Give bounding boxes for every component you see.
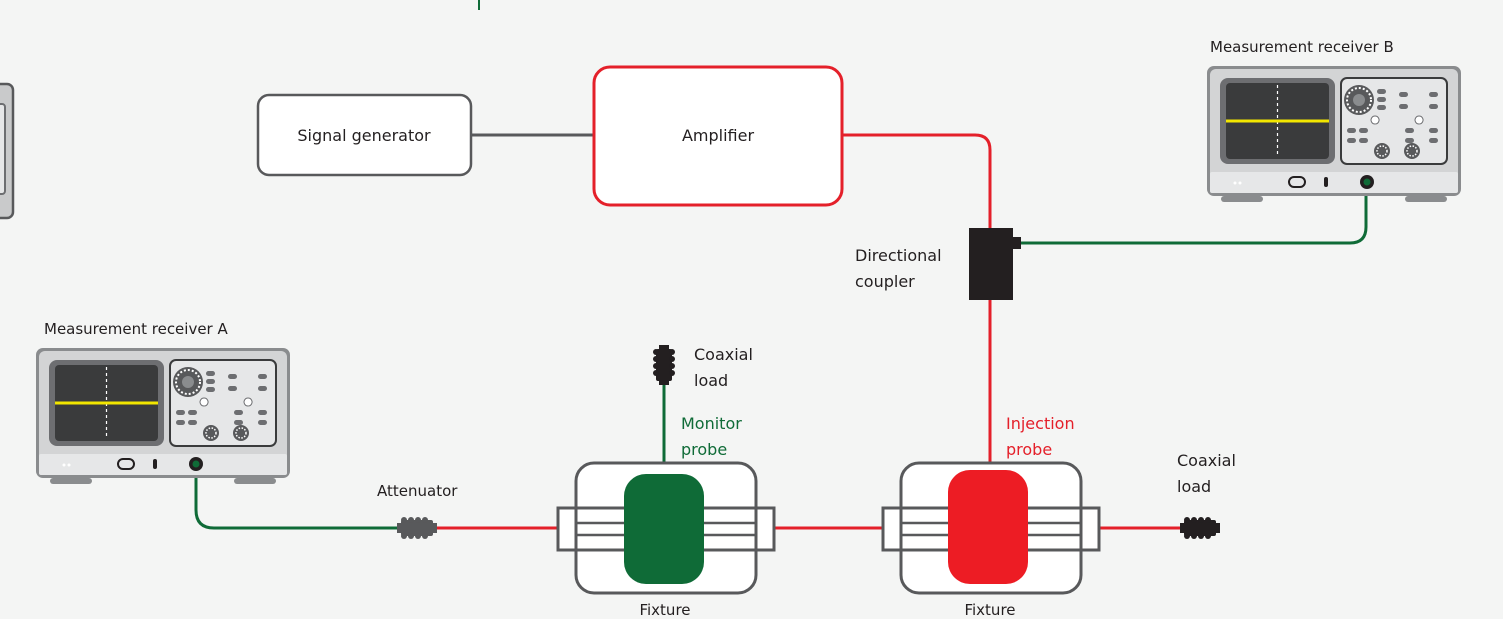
coaxial-load-right-label-line1: Coaxial bbox=[1177, 451, 1236, 470]
monitor-probe-label-line2: probe bbox=[681, 440, 727, 459]
measurement-receiver-a-label: Measurement receiver A bbox=[44, 320, 228, 338]
coaxial-load-icon bbox=[1180, 517, 1220, 539]
fixture-right-label: Fixture bbox=[964, 601, 1015, 619]
directional-coupler-label-line1: Directional bbox=[855, 246, 942, 265]
wires bbox=[194, 133, 1368, 530]
measurement-receiver-icon bbox=[34, 346, 292, 486]
cropped-instrument-left bbox=[0, 82, 15, 220]
coupler-to-receiver-b-cable bbox=[1020, 186, 1368, 245]
fixture-left-label: Fixture bbox=[639, 601, 690, 619]
attenuator-icon bbox=[397, 517, 437, 539]
injection-probe-label-line1: Injection bbox=[1006, 414, 1075, 433]
coaxial-load-icon bbox=[653, 345, 675, 385]
current-probe-icon bbox=[948, 470, 1028, 584]
coaxial-load-right-label-line2: load bbox=[1177, 477, 1211, 496]
amplifier-label: Amplifier bbox=[682, 126, 755, 145]
amplifier-box: Amplifier bbox=[592, 65, 844, 207]
measurement-receiver-b-label: Measurement receiver B bbox=[1210, 38, 1394, 56]
measurement-receiver-icon bbox=[1205, 64, 1463, 204]
coaxial-load-top-label-line2: load bbox=[694, 371, 728, 390]
directional-coupler-icon bbox=[969, 228, 1021, 300]
signal-generator-label: Signal generator bbox=[297, 126, 431, 145]
directional-coupler-label-line2: coupler bbox=[855, 272, 915, 291]
attenuator-label: Attenuator bbox=[377, 482, 458, 500]
receiver-a-to-attenuator-cable bbox=[194, 470, 397, 530]
current-probe-icon bbox=[624, 474, 704, 584]
monitor-probe-label-line1: Monitor bbox=[681, 414, 742, 433]
signal-generator-box: Signal generator bbox=[256, 93, 473, 177]
amp-to-coupler-cable bbox=[842, 133, 992, 228]
coaxial-load-top-label-line1: Coaxial bbox=[694, 345, 753, 364]
injection-probe-label-line2: probe bbox=[1006, 440, 1052, 459]
